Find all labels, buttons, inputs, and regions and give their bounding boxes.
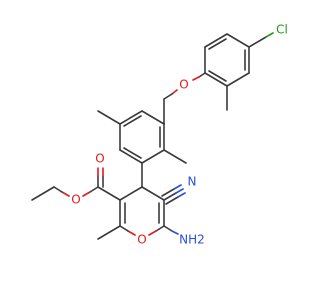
bond	[226, 72, 250, 87]
bond	[61, 191, 70, 197]
bond	[82, 191, 91, 197]
pyran-ring	[119, 186, 165, 236]
bond	[97, 186, 121, 201]
bond	[119, 186, 143, 201]
triple-bond	[177, 192, 186, 198]
ether-oxygen-label: O	[179, 78, 188, 92]
double-bond	[123, 115, 142, 127]
bond	[31, 186, 55, 201]
bond	[53, 186, 63, 193]
chlorine-label: Cl	[276, 23, 288, 37]
methyl-bond	[97, 110, 121, 125]
bond	[265, 32, 274, 38]
bond	[119, 225, 129, 232]
molecule-canvas: Cl O	[31, 22, 288, 247]
bond	[175, 188, 184, 194]
triple-bond	[173, 184, 182, 190]
bond	[141, 186, 165, 201]
bond	[127, 230, 136, 236]
bond	[155, 225, 165, 232]
chlorophenyl-ring	[204, 33, 250, 87]
bond	[248, 36, 267, 48]
bond	[204, 33, 228, 48]
double-bond	[123, 147, 142, 159]
double-bond	[208, 70, 227, 82]
bond	[89, 186, 99, 193]
nitrile-nitrogen-label: N	[188, 175, 197, 189]
bond	[141, 149, 165, 164]
double-bond	[208, 38, 227, 50]
triple-bond	[161, 188, 175, 197]
bond	[192, 76, 200, 81]
bond	[119, 149, 143, 164]
bond	[163, 93, 173, 100]
carbonyl-oxygen-label: O	[95, 152, 104, 166]
dimethylphenyl-ring	[119, 110, 165, 164]
bond	[119, 110, 143, 125]
bond	[171, 230, 179, 235]
bond	[163, 225, 173, 232]
bond	[226, 33, 250, 48]
methyl-bond	[97, 225, 121, 240]
ester-oxygen-label: O	[71, 193, 80, 207]
bond	[141, 110, 165, 125]
methyl-bond	[163, 149, 187, 164]
bond	[171, 89, 178, 95]
amine-label: NH2	[179, 233, 205, 247]
molecule-structure: Cl O	[31, 23, 288, 247]
pyran-oxygen-label: O	[137, 233, 146, 247]
bond	[198, 72, 206, 78]
bond	[163, 192, 177, 201]
bond	[204, 72, 228, 87]
triple-bond	[165, 196, 179, 205]
bond	[148, 230, 157, 236]
